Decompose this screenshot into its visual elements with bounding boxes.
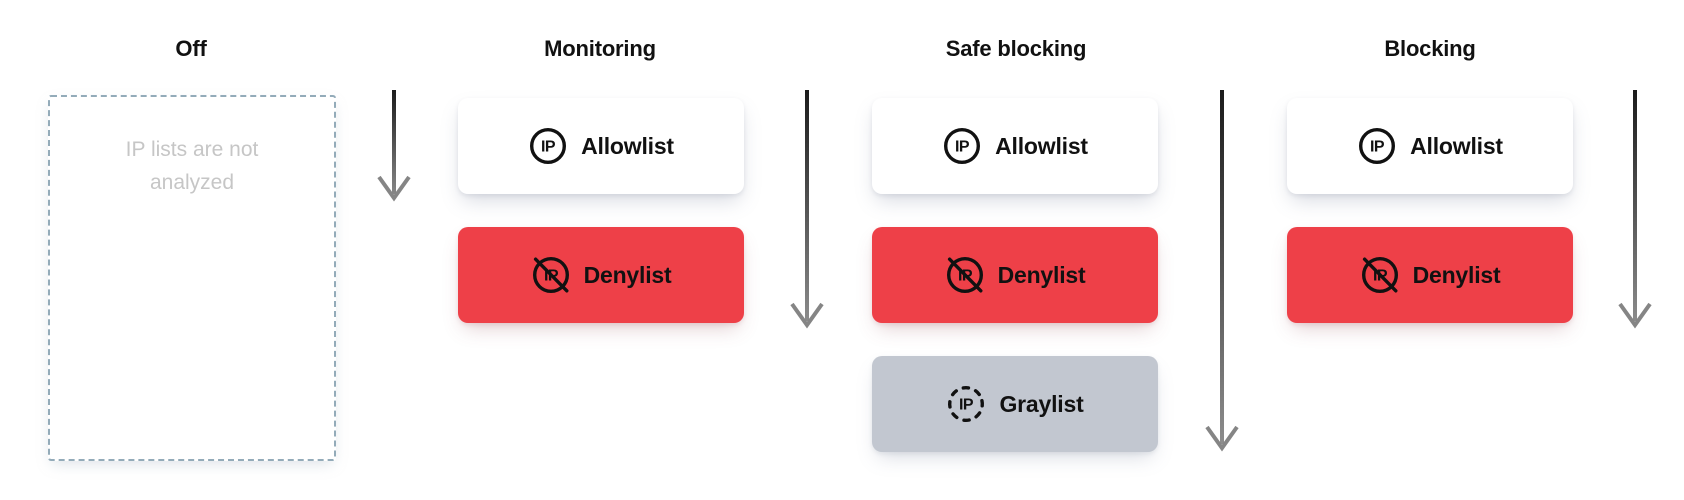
card-allowlist: IP Allowlist (872, 98, 1158, 194)
card-label: Graylist (999, 390, 1084, 417)
ip-crossed-icon: IP (946, 257, 983, 293)
ip-crossed-icon: IP (1361, 257, 1398, 293)
card-graylist: IP Graylist (872, 356, 1158, 452)
column-title-safe-blocking: Safe blocking (945, 36, 1087, 61)
ip-circle-icon: IP (530, 128, 567, 164)
ip-circle-icon: IP (1359, 128, 1396, 164)
ip-dashed-icon: IP (948, 386, 985, 422)
off-placeholder-text: IP lists are not analyzed (125, 138, 259, 194)
card-label: Denylist (1412, 261, 1501, 288)
card-denylist: IP Denylist (458, 227, 744, 323)
card-label: Denylist (583, 261, 672, 288)
ip-crossed-icon: IP (532, 257, 569, 293)
off-placeholder-box: IP lists are not analyzed (48, 95, 336, 461)
card-label: Allowlist (1410, 132, 1503, 159)
down-arrow-icon (790, 90, 824, 329)
card-label: Allowlist (581, 132, 674, 159)
svg-text:IP: IP (960, 396, 975, 413)
column-title-off: Off (175, 36, 207, 61)
card-allowlist: IP Allowlist (458, 98, 744, 194)
svg-text:IP: IP (541, 138, 556, 155)
down-arrow-icon (1205, 90, 1239, 452)
card-label: Allowlist (995, 132, 1088, 159)
down-arrow-icon (1618, 90, 1652, 329)
svg-text:IP: IP (955, 138, 970, 155)
card-denylist: IP Denylist (872, 227, 1158, 323)
card-denylist: IP Denylist (1287, 227, 1573, 323)
card-allowlist: IP Allowlist (1287, 98, 1573, 194)
ip-circle-icon: IP (944, 128, 981, 164)
svg-text:IP: IP (1370, 138, 1385, 155)
card-label: Denylist (997, 261, 1086, 288)
column-title-monitoring: Monitoring (544, 36, 656, 61)
column-title-blocking: Blocking (1384, 36, 1476, 61)
down-arrow-icon (377, 90, 411, 202)
